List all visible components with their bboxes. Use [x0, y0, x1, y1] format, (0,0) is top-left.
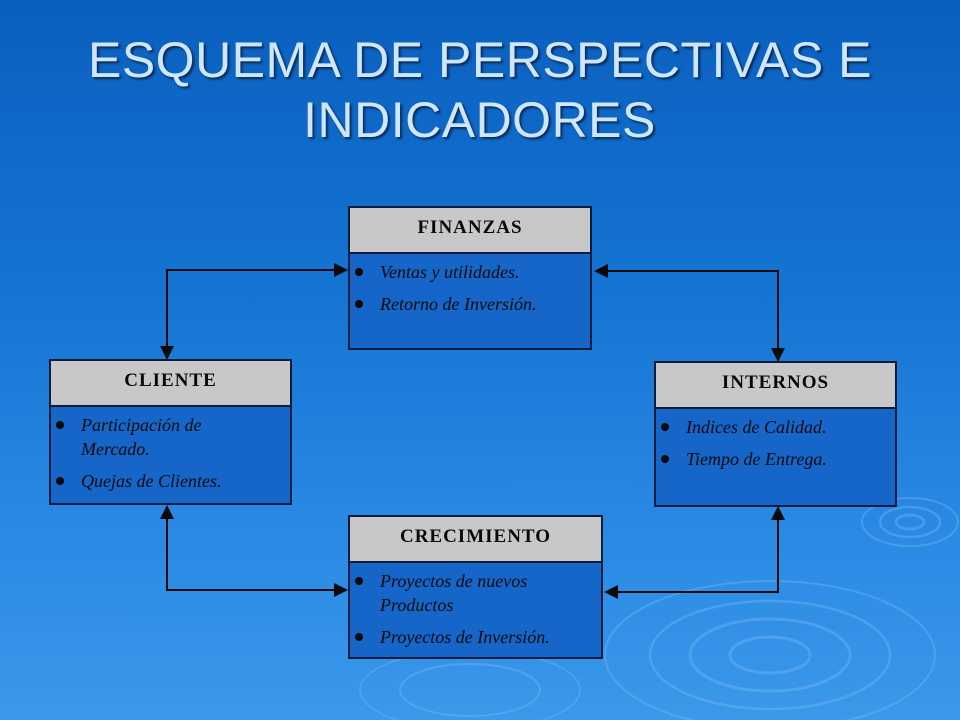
- arrowhead-to-finanzas-right: [594, 264, 608, 278]
- box-crecimiento-header: CRECIMIENTO: [350, 517, 601, 563]
- bullet-icon: [355, 633, 363, 641]
- bullet-icon: [56, 421, 64, 429]
- box-internos: INTERNOS Indices de Calidad. Tiempo de E…: [654, 361, 897, 507]
- bullet-icon: [355, 268, 363, 276]
- connector-internos-crecimiento: [616, 518, 779, 593]
- list-item: Retorno de Inversión.: [350, 292, 582, 316]
- box-cliente: CLIENTE Participación de Mercado. Quejas…: [49, 359, 292, 505]
- list-item: Tiempo de Entrega.: [656, 447, 887, 471]
- box-crecimiento-list: Proyectos de nuevos Productos Proyectos …: [350, 563, 601, 649]
- arrowhead-to-internos-bottom: [771, 506, 785, 520]
- list-item: Quejas de Clientes.: [51, 469, 282, 493]
- arrowhead-to-crecimiento-left: [334, 583, 348, 597]
- box-finanzas-header: FINANZAS: [350, 208, 590, 254]
- list-item: Proyectos de nuevos Productos: [350, 569, 593, 617]
- list-item: Ventas y utilidades.: [350, 260, 582, 284]
- list-item: Participación de Mercado.: [51, 413, 282, 461]
- slide-title: ESQUEMA DE PERSPECTIVAS E INDICADORES: [0, 30, 960, 150]
- bullet-icon: [355, 300, 363, 308]
- bullet-icon: [56, 477, 64, 485]
- bullet-icon: [661, 455, 669, 463]
- arrowhead-to-internos-top: [771, 348, 785, 362]
- connector-finanzas-internos: [606, 270, 779, 348]
- arrowhead-to-crecimiento-right: [604, 585, 618, 599]
- box-cliente-header: CLIENTE: [51, 361, 290, 407]
- box-cliente-list: Participación de Mercado. Quejas de Clie…: [51, 407, 290, 493]
- box-crecimiento: CRECIMIENTO Proyectos de nuevos Producto…: [348, 515, 603, 659]
- arrowhead-to-cliente-top: [160, 346, 174, 360]
- arrowhead-to-finanzas-left: [334, 263, 348, 277]
- title-line-2: INDICADORES: [303, 92, 656, 148]
- box-finanzas: FINANZAS Ventas y utilidades. Retorno de…: [348, 206, 592, 350]
- list-item: Indices de Calidad.: [656, 415, 887, 439]
- title-line-1: ESQUEMA DE PERSPECTIVAS E: [87, 32, 872, 88]
- box-finanzas-list: Ventas y utilidades. Retorno de Inversió…: [350, 254, 590, 316]
- connector-crecimiento-cliente: [166, 517, 336, 591]
- bullet-icon: [661, 423, 669, 431]
- list-item: Proyectos de Inversión.: [350, 625, 593, 649]
- box-internos-list: Indices de Calidad. Tiempo de Entrega.: [656, 409, 895, 471]
- bullet-icon: [355, 577, 363, 585]
- connector-cliente-finanzas: [166, 269, 336, 348]
- box-internos-header: INTERNOS: [656, 363, 895, 409]
- arrowhead-to-cliente-bottom: [160, 505, 174, 519]
